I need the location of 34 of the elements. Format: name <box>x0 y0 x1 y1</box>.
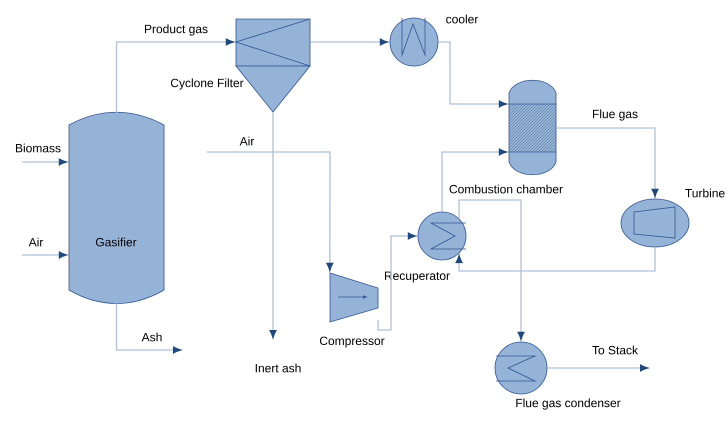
cooler-exchanger: cooler <box>390 14 478 66</box>
node-label: Compressor <box>320 336 384 348</box>
pipe-arrow <box>377 232 416 331</box>
turbine: Turbine <box>620 188 725 248</box>
pipe-arrow <box>438 41 507 108</box>
pipe-arrow <box>116 303 182 354</box>
pipe-arrow <box>22 252 67 258</box>
edge-label: Biomass <box>16 144 61 152</box>
edge-label: Inert ash <box>256 364 301 372</box>
pipe-arrow <box>458 199 524 340</box>
pipe-arrow <box>441 148 507 212</box>
combustion-chamber: Combustion chamber <box>450 104 563 194</box>
node-label: Flue gas condenser <box>516 398 620 410</box>
node-label: Turbine <box>685 188 725 198</box>
pipe-arrow <box>22 158 67 166</box>
edge-label: Air <box>28 238 44 246</box>
pipe-arrow <box>207 151 334 271</box>
node-label: cooler <box>446 14 478 24</box>
node-label: Recuperator <box>384 272 450 282</box>
pipe-arrow <box>116 38 234 113</box>
gasifier-vessel: Gasifier <box>68 112 164 304</box>
edge-label: To Stack <box>592 346 638 354</box>
edge-label: Product gas <box>144 24 208 36</box>
edge-label: Ash <box>142 332 162 342</box>
combustion-chamber <box>508 80 556 176</box>
pipe-arrow <box>456 247 656 272</box>
edge-label: Flue gas <box>592 109 638 121</box>
pipe-arrow <box>547 364 648 372</box>
pipe-arrow <box>310 38 388 46</box>
pipe-arrow <box>270 112 276 338</box>
pipe-arrow <box>556 127 658 197</box>
node-label: Cyclone Filter <box>170 78 244 90</box>
edge-label: Air <box>240 136 254 146</box>
recuperator-exchanger: Recuperator <box>384 212 466 282</box>
